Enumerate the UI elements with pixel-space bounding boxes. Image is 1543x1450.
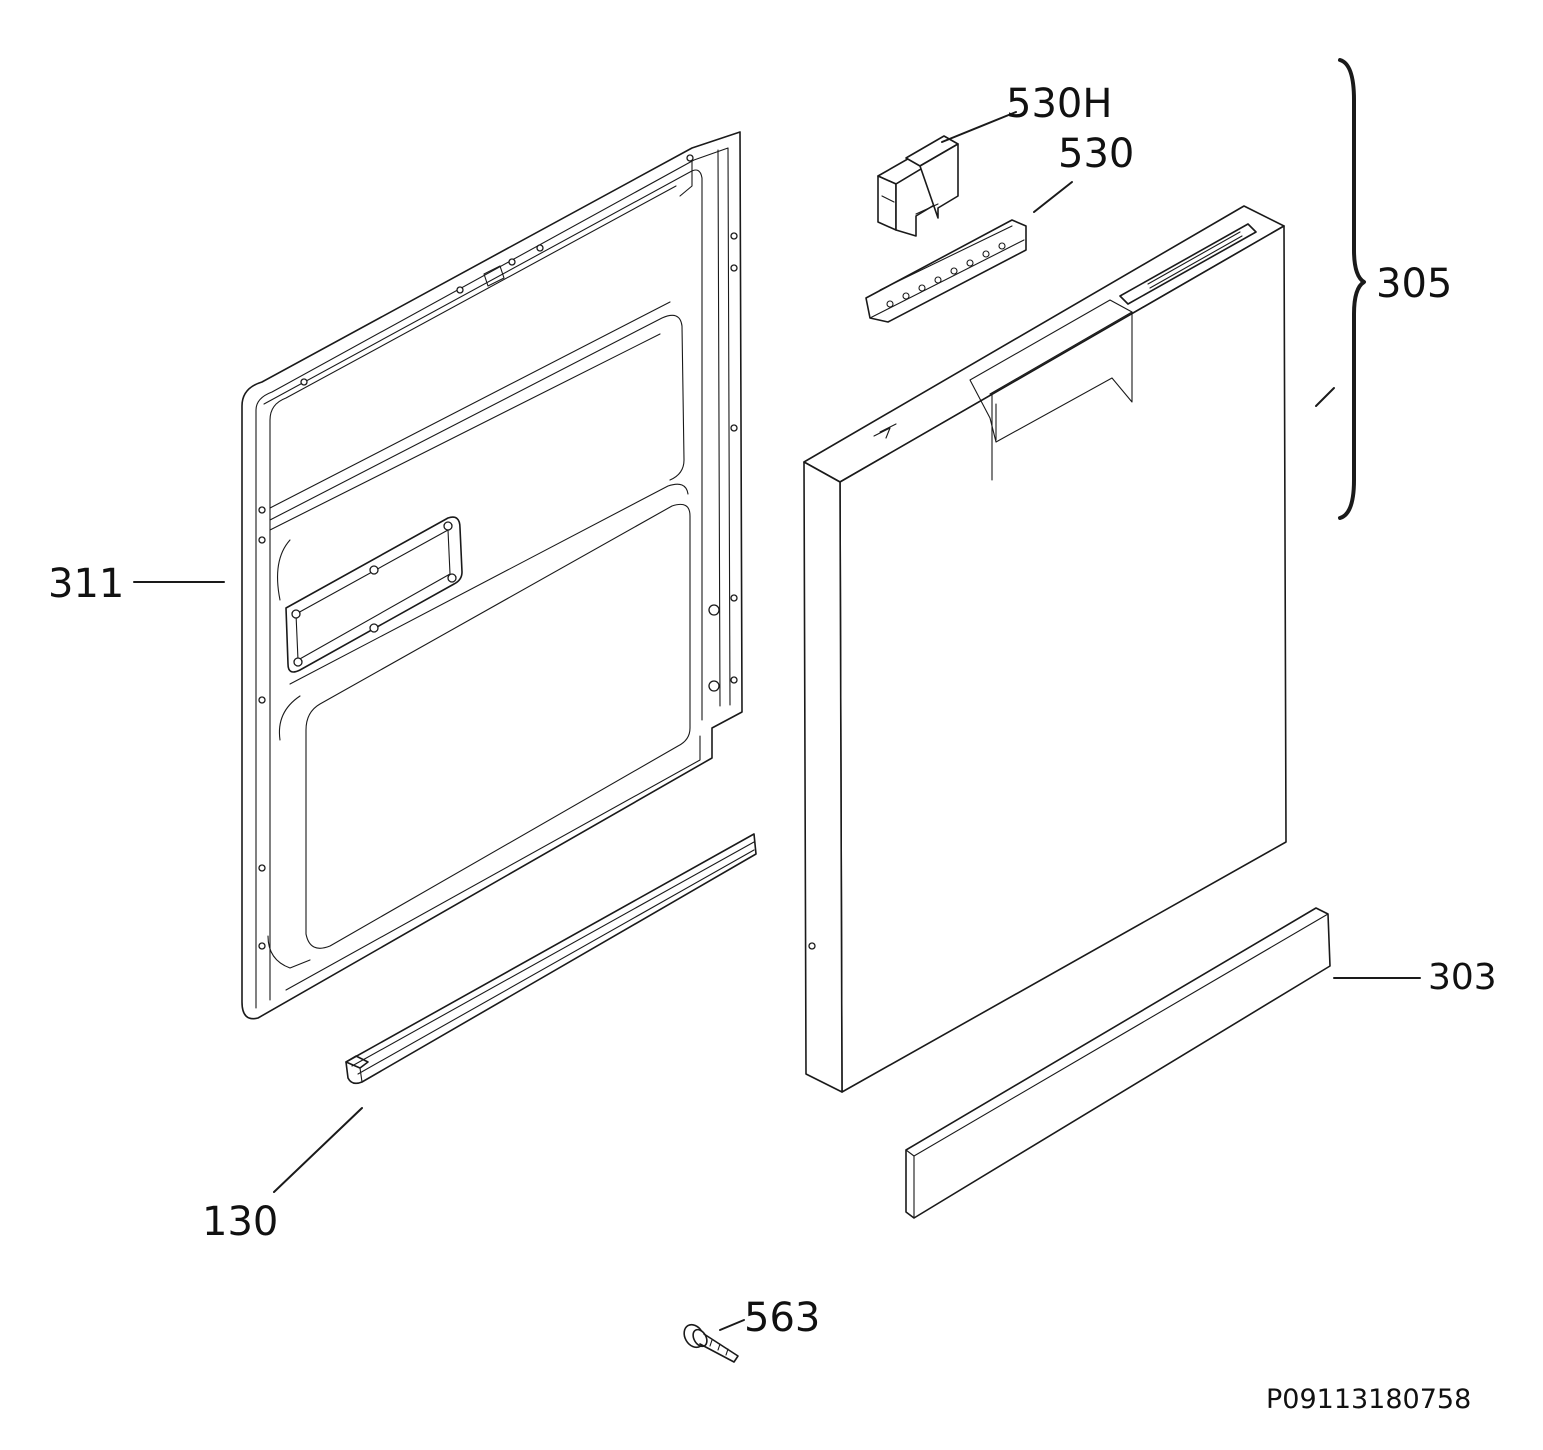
callout-130: 130: [202, 1199, 279, 1245]
inner-door-panel: [241, 131, 743, 1020]
assembly-brace: [1338, 58, 1366, 520]
document-code: P09113180758: [1266, 1384, 1472, 1415]
handle-bar-part: [865, 219, 1027, 323]
callout-530h: 530H: [1006, 81, 1113, 127]
outer-door-panel: [803, 205, 1287, 1093]
callout-530: 530: [1058, 131, 1135, 177]
kick-strip-part: [905, 907, 1331, 1219]
door-seal-strip: [345, 833, 757, 1085]
callout-311: 311: [48, 561, 125, 607]
callout-303: 303: [1428, 957, 1497, 998]
callout-305: 305: [1376, 261, 1453, 307]
handle-cover-part: [877, 135, 959, 237]
leader-lines: [133, 111, 1421, 1331]
screw-part: [683, 1323, 739, 1363]
callout-563: 563: [744, 1295, 821, 1341]
